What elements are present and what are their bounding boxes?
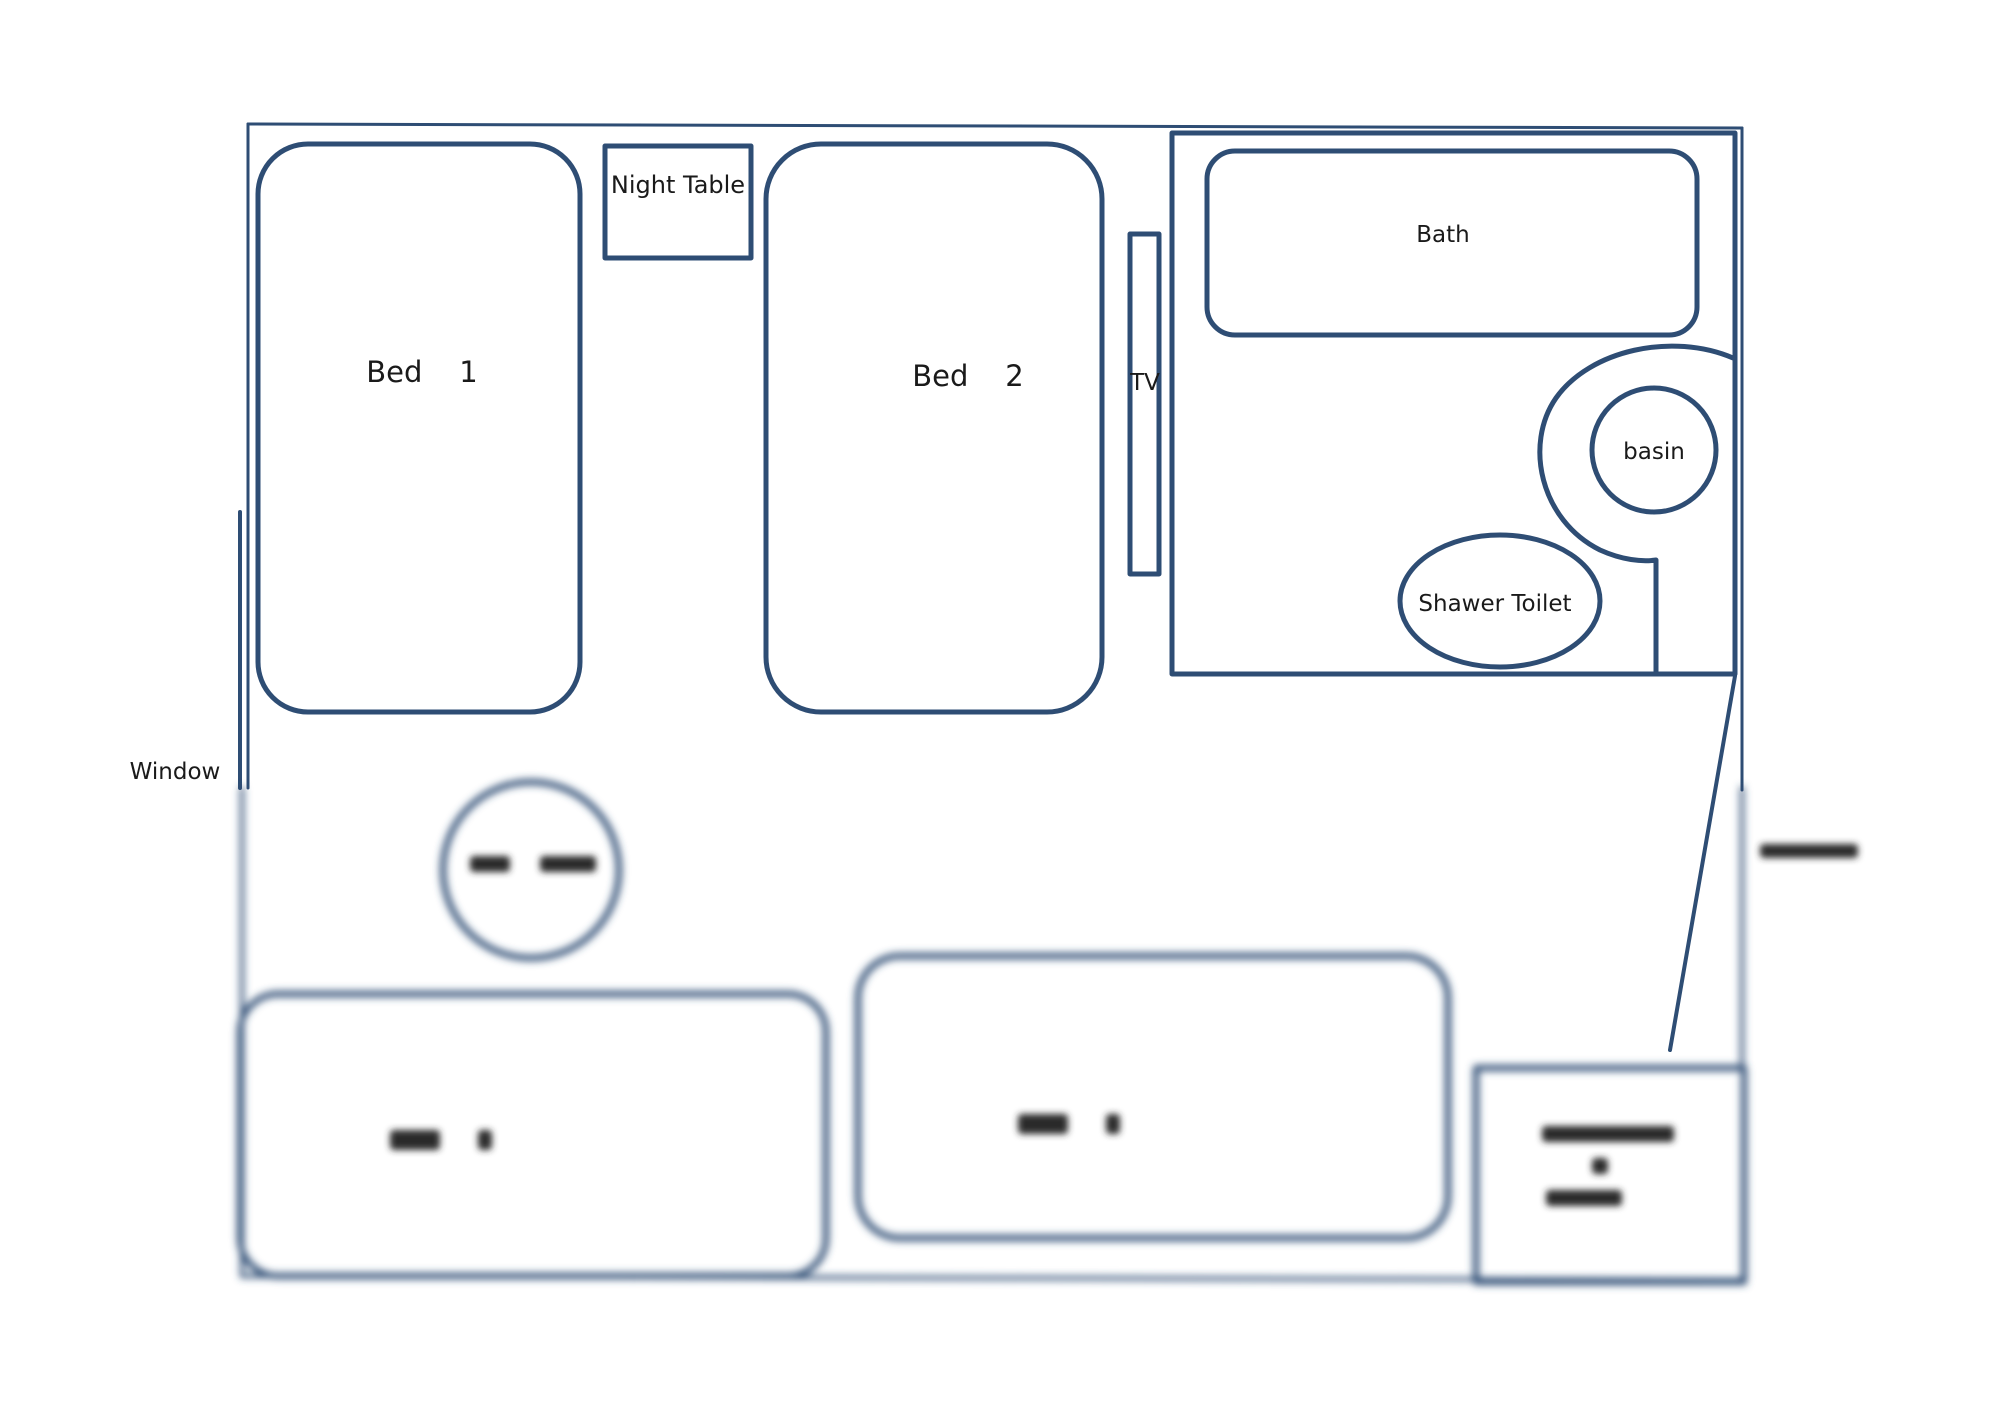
bed-4 bbox=[855, 953, 1451, 1241]
tv-label: TV bbox=[1129, 370, 1160, 396]
refrigerator-label bbox=[1542, 1126, 1674, 1142]
shower-toilet-label: Shawer Toilet bbox=[1418, 591, 1571, 617]
bed-4-label bbox=[1018, 1114, 1068, 1134]
basin bbox=[1589, 385, 1719, 515]
bed-3 bbox=[237, 991, 829, 1279]
night-table-label: Night Table bbox=[611, 171, 745, 199]
bed-4-label bbox=[1106, 1114, 1120, 1134]
bed-2 bbox=[763, 141, 1105, 715]
tea-table-label bbox=[540, 856, 596, 872]
basin-label: basin bbox=[1623, 439, 1685, 465]
shower-toilet bbox=[1397, 532, 1603, 670]
tv bbox=[1127, 231, 1162, 577]
bed-1 bbox=[255, 141, 583, 715]
entrance-label bbox=[1760, 844, 1858, 858]
bed-3-label bbox=[390, 1130, 440, 1150]
bed-1-label: Bed 1 bbox=[366, 355, 477, 389]
bath-label: Bath bbox=[1416, 222, 1469, 248]
basin-partition bbox=[1537, 343, 1736, 677]
tea-table bbox=[440, 779, 622, 961]
window-label: Window bbox=[130, 759, 221, 785]
night-table bbox=[602, 143, 754, 261]
bath bbox=[1204, 148, 1700, 338]
entrance-door bbox=[1668, 674, 1737, 1052]
tea-table-label bbox=[470, 856, 510, 872]
refrigerator-label bbox=[1592, 1158, 1608, 1174]
refrigerator-and-tea-set bbox=[1473, 1065, 1747, 1285]
bed-3-label bbox=[478, 1130, 492, 1150]
bed-2-label: Bed 2 bbox=[912, 359, 1023, 393]
refrigerator-label bbox=[1546, 1190, 1622, 1206]
bathroom-wall bbox=[1169, 130, 1738, 677]
room-wall-top bbox=[246, 122, 1744, 130]
